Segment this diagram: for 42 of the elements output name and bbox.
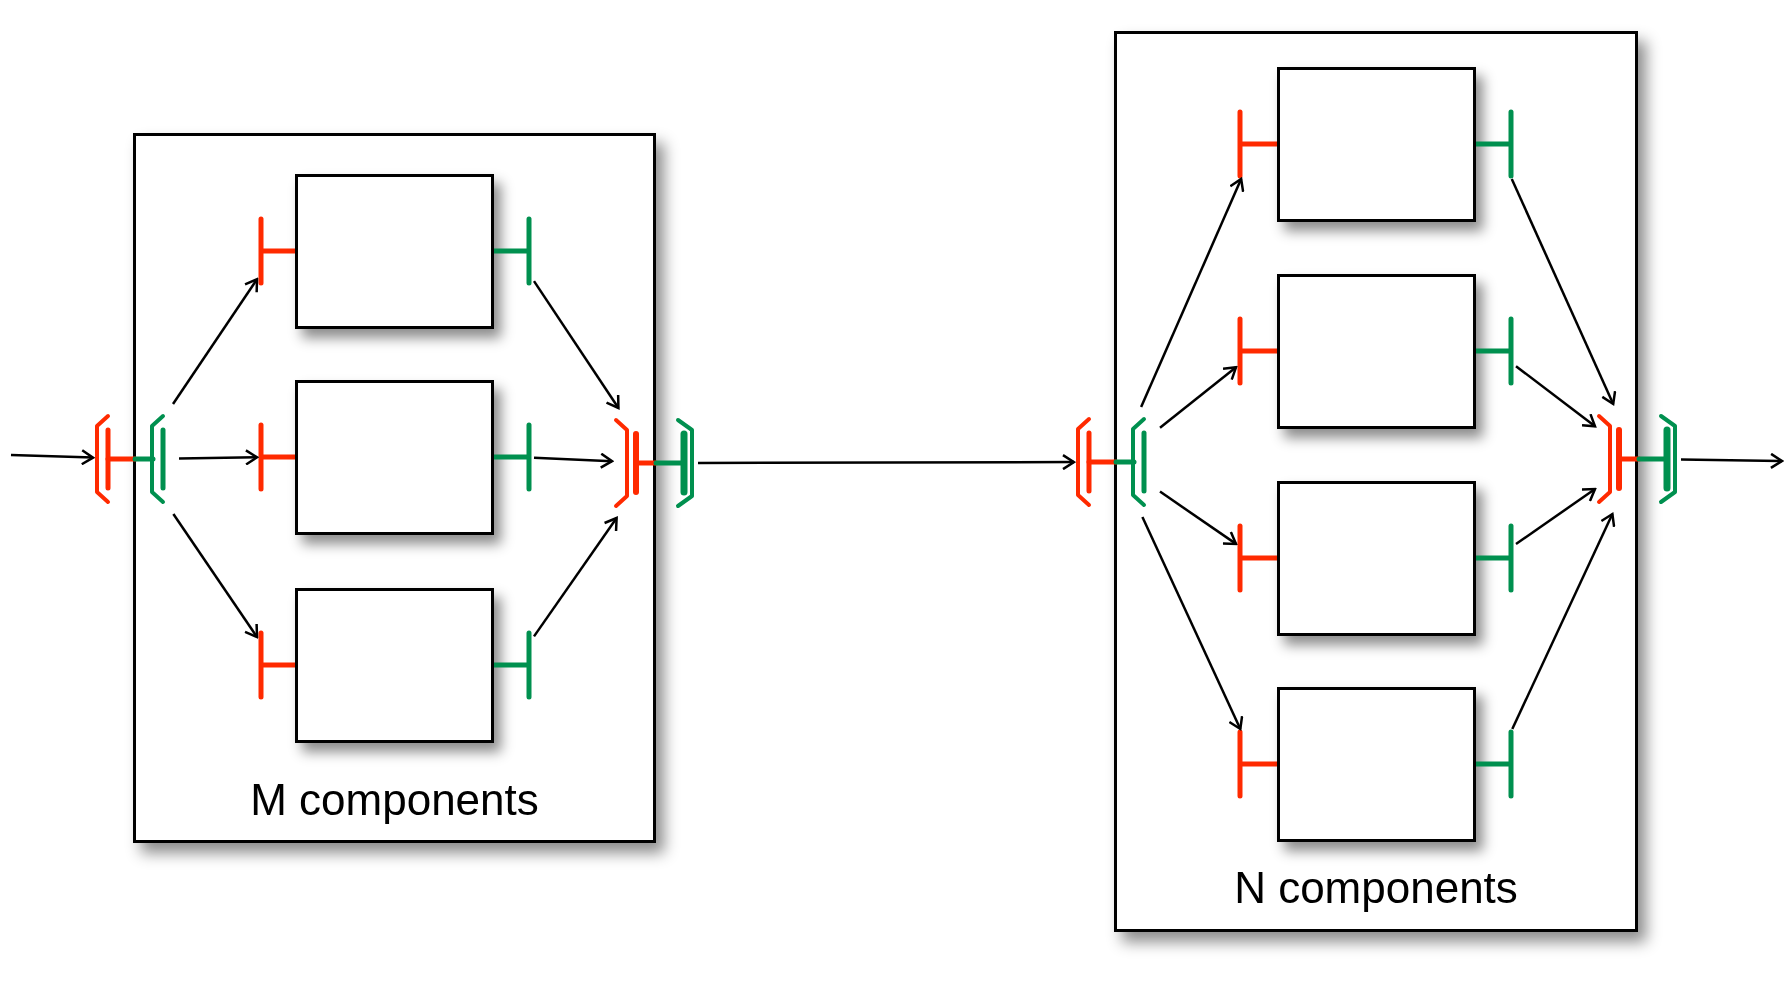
arrow [1515, 487, 1597, 546]
arrow [533, 452, 614, 469]
arrow [1141, 516, 1244, 731]
port-symbol [257, 422, 295, 492]
arrow [532, 516, 618, 638]
component-box [1277, 274, 1476, 429]
component-box [1277, 67, 1476, 222]
arrow [1681, 452, 1784, 470]
component-box [295, 588, 494, 743]
port-symbol [494, 216, 534, 286]
port-symbol [1236, 316, 1277, 386]
arrow [698, 453, 1076, 471]
port-symbol [257, 216, 295, 286]
arrow [10, 449, 95, 466]
group-label: M components [249, 775, 540, 825]
arrow [178, 449, 259, 466]
component-box [295, 174, 494, 329]
port-symbol [1236, 523, 1277, 593]
port-symbol [1476, 109, 1516, 179]
port-symbol [494, 630, 534, 700]
port-symbol [1476, 523, 1516, 593]
group-label: N components [1233, 863, 1519, 913]
port-symbol [1476, 729, 1516, 799]
port-symbol [1236, 729, 1277, 799]
arrow [172, 513, 259, 639]
component-box [1277, 481, 1476, 636]
arrow [1510, 178, 1617, 406]
group-frame [133, 133, 656, 843]
arrow [1159, 366, 1238, 429]
arrow [1159, 490, 1238, 546]
port-symbol [1236, 109, 1277, 179]
group-frame [1114, 31, 1638, 932]
port-symbol [1476, 316, 1516, 386]
arrow [532, 280, 620, 410]
arrow [1511, 512, 1616, 730]
arrow [172, 278, 259, 405]
component-box [295, 380, 494, 535]
arrow [1515, 365, 1597, 428]
component-box [1277, 687, 1476, 842]
arrow [1140, 177, 1245, 408]
port-symbol [257, 630, 295, 700]
port-symbol [494, 422, 534, 492]
